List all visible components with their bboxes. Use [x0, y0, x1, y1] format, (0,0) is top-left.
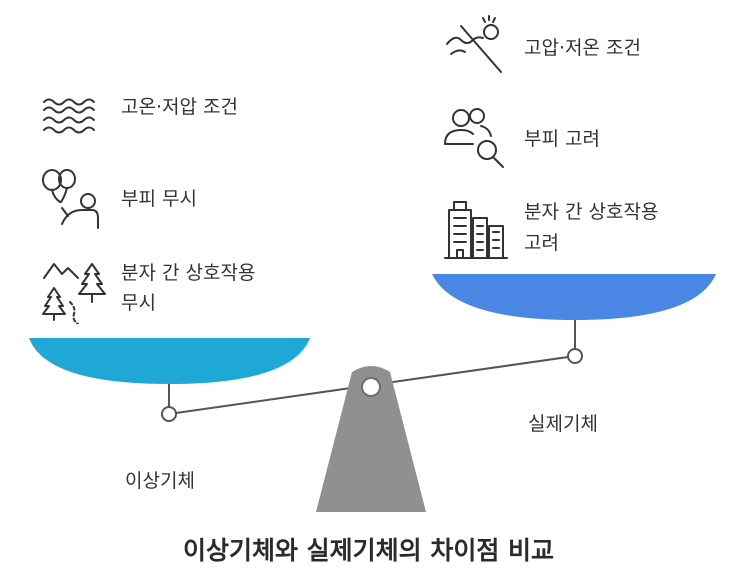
left-item-2-label: 부피 무시 [121, 188, 197, 210]
fulcrum-top [352, 366, 390, 372]
fulcrum [316, 372, 426, 512]
left-item-1-label: 고온·저압 조건 [121, 96, 238, 118]
balloon-person-icon [42, 169, 99, 229]
right-item-3-label-line2: 고려 [524, 232, 559, 254]
people-search-icon [444, 108, 504, 168]
wind-stone-icon [446, 15, 502, 73]
right-pivot [567, 348, 583, 364]
left-pan-label: 이상기체 [125, 470, 195, 492]
right-item-2-label: 부피 고려 [524, 128, 600, 150]
right-item-3-label-line1: 분자 간 상호작용 [524, 201, 659, 223]
diagram-title: 이상기체와 실제기체의 차이점 비교 [182, 536, 555, 565]
left-pivot [161, 406, 177, 422]
left-item-3-label-line2: 무시 [121, 292, 156, 314]
left-pan [29, 338, 310, 384]
right-pan-label: 실제기체 [528, 413, 598, 435]
waves-icon [43, 98, 95, 134]
right-pan [432, 274, 716, 320]
left-item-3-label-line1: 분자 간 상호작용 [121, 262, 256, 284]
mountain-trees-icon [42, 263, 106, 324]
right-item-1-label: 고압·저온 조건 [524, 37, 641, 59]
fulcrum-hole [361, 377, 381, 397]
buildings-icon [444, 201, 508, 259]
